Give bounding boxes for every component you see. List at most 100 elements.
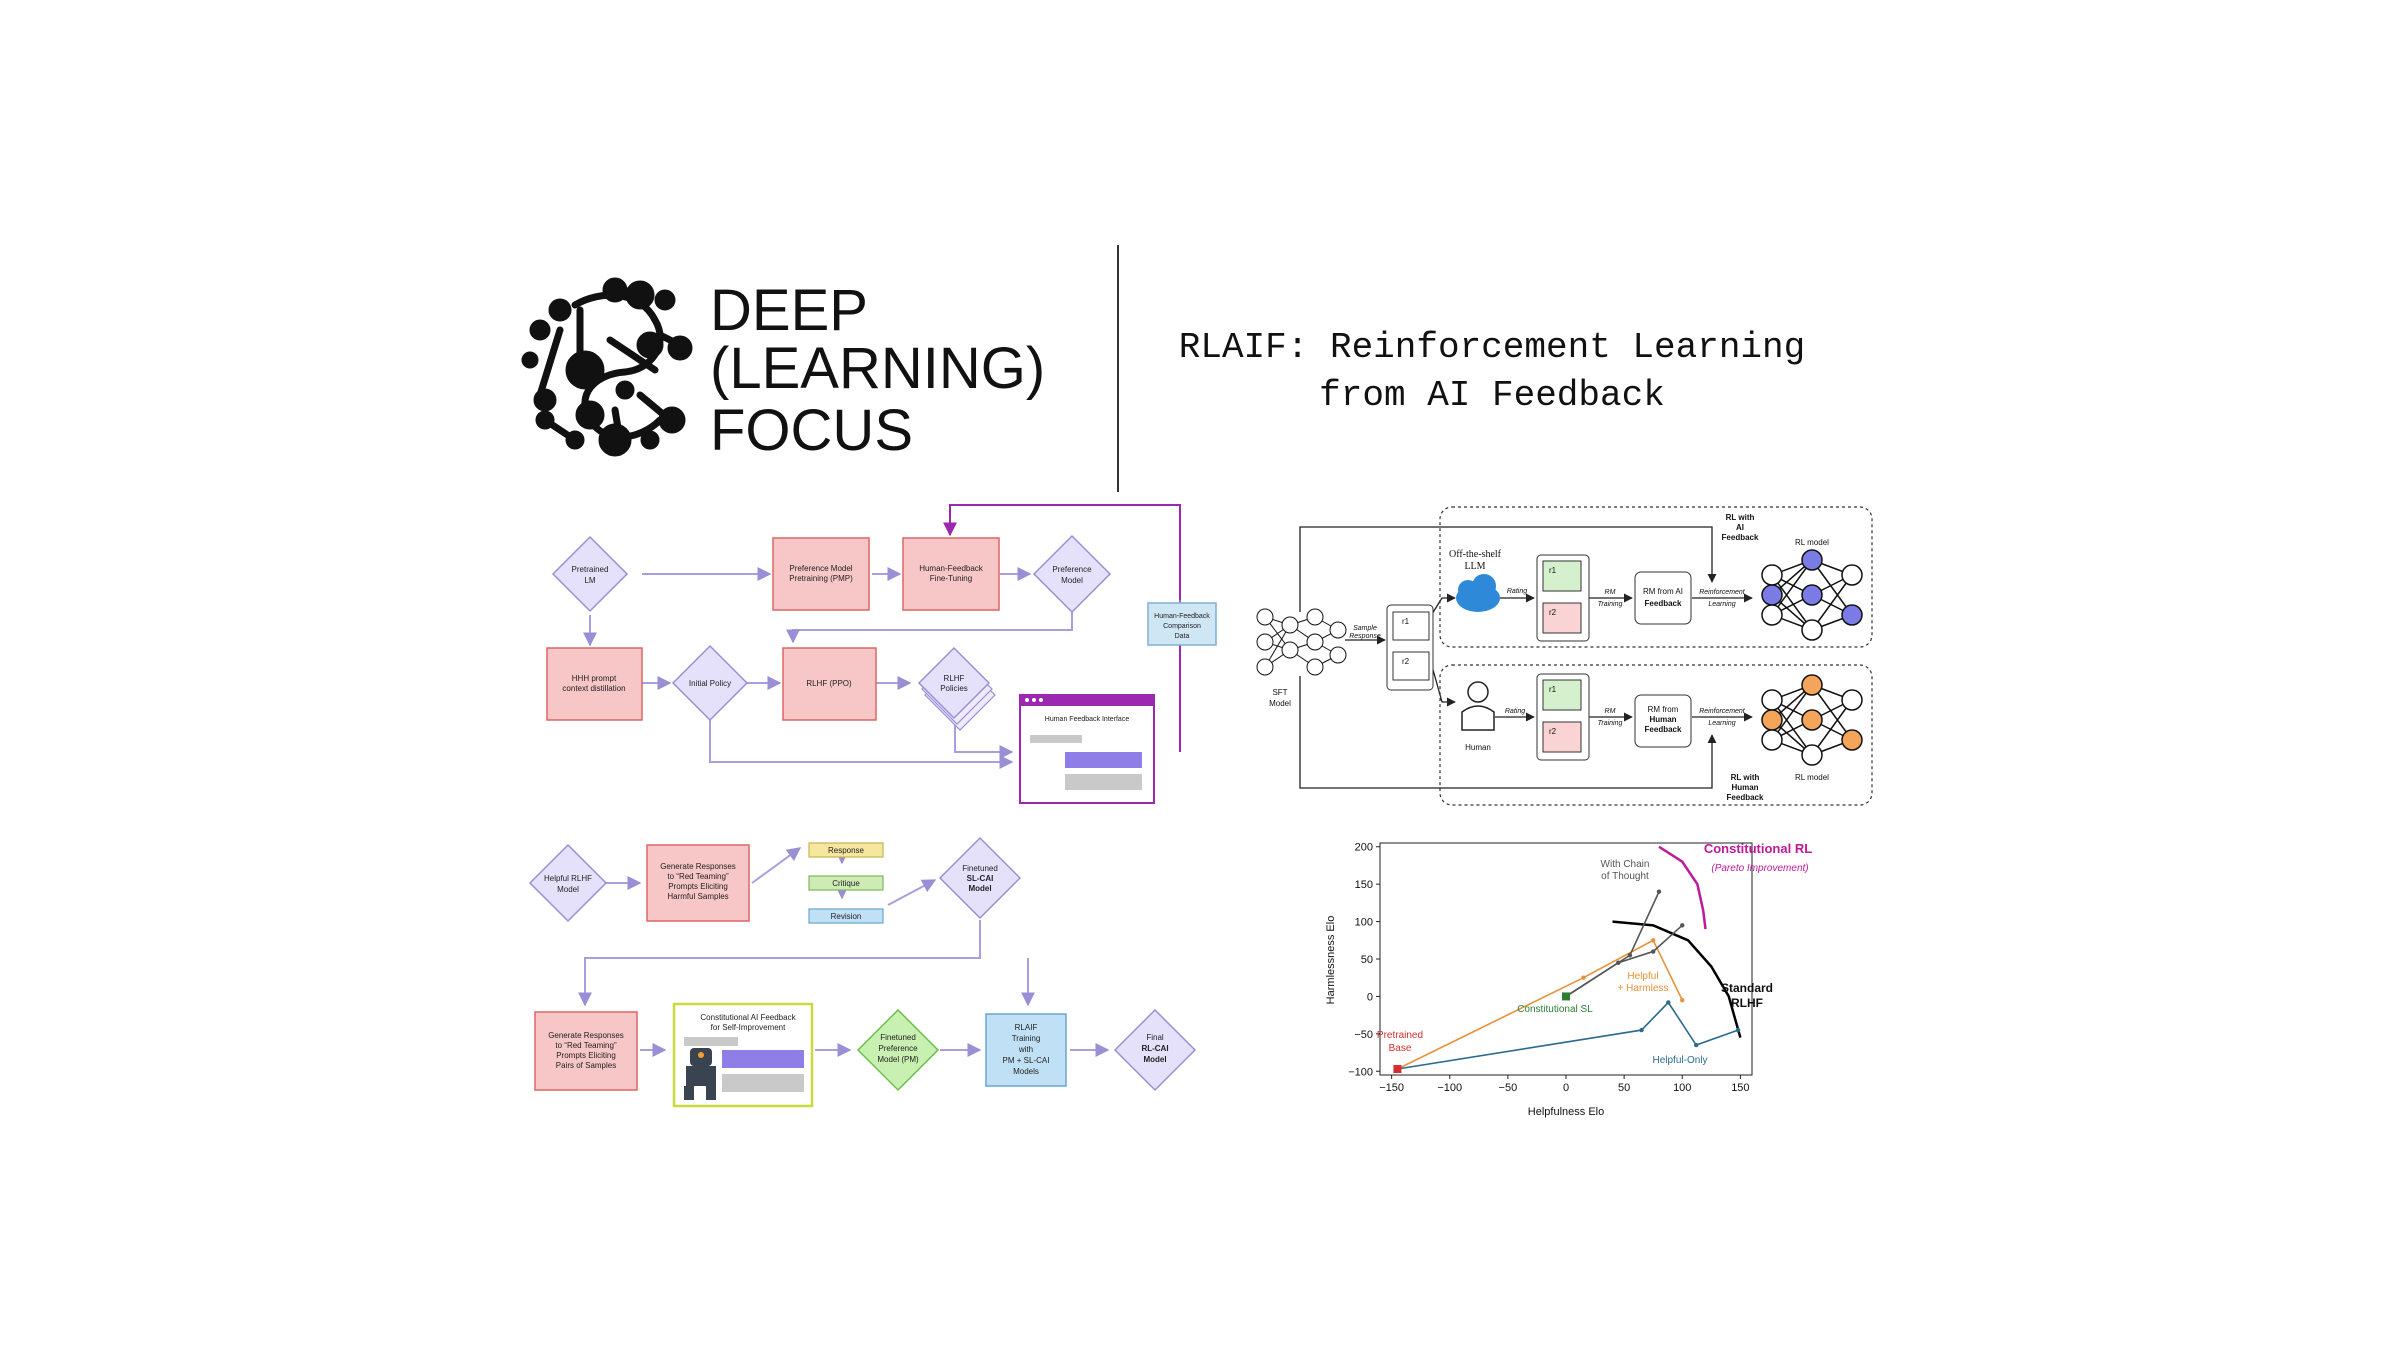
- rlhf-diagram: Pretrained LM Preference Model Pretraini…: [546, 504, 1217, 804]
- rl-model-ai-network-icon: [1761, 549, 1863, 641]
- rm-ai-l1: RM from AI: [1643, 587, 1683, 596]
- page-title-line-1: RLAIF: Reinforcement Learning: [1179, 327, 1806, 368]
- annot-with-cot-l1: With Chain: [1601, 859, 1650, 870]
- x-tick-label: −50: [1499, 1082, 1518, 1094]
- rm-human-l2: Human: [1649, 715, 1676, 724]
- point-helpful-only: [1735, 1027, 1741, 1033]
- x-tick-label: 100: [1673, 1082, 1691, 1094]
- node-revision: Revision: [808, 908, 884, 924]
- sft-model-l2: Model: [1269, 699, 1291, 708]
- point-constitutional-rl: [1680, 923, 1685, 928]
- rl-learning-ai-l2: Learning: [1708, 601, 1735, 608]
- annot-helpful-only: Helpful-Only: [1652, 1055, 1707, 1066]
- pmp-l2: Pretraining (PMP): [789, 574, 853, 583]
- rl-model-human-network-icon: [1761, 674, 1863, 766]
- revision-label: Revision: [831, 912, 862, 921]
- frontier-standard-rlhf: [1612, 920, 1742, 1038]
- finetuned-sl-l2: SL-CAI: [967, 874, 994, 883]
- human-rated-pair: r1 r2: [1536, 673, 1590, 761]
- node-finetuned-sl: Finetuned SL-CAI Model: [938, 836, 1022, 920]
- hf-comparison-l1: Human-Feedback: [1154, 613, 1210, 620]
- rl-with-human-l1: RL with: [1731, 773, 1760, 782]
- cai-diagram: Helpful RLHF Model Generate Responses to…: [528, 836, 1197, 1108]
- chart-y-axis-label: Harmlessness Elo: [1325, 916, 1337, 1005]
- robot-thinker-icon: [684, 1048, 716, 1100]
- annot-pretrained-base-l2: Base: [1389, 1043, 1412, 1054]
- x-tick-label: 0: [1563, 1082, 1569, 1094]
- rlaif-training-l1: RLAIF: [1015, 1023, 1038, 1032]
- finetuned-sl-l1: Finetuned: [962, 864, 998, 873]
- constitutional-sl-marker: [1562, 992, 1570, 1001]
- finetuned-pm-l2: Preference: [878, 1044, 918, 1053]
- stack-r2: r2: [1402, 657, 1410, 666]
- rlaif-training-l2: Training: [1012, 1034, 1041, 1043]
- sft-model-l1: SFT: [1272, 688, 1287, 697]
- point-helpful-only: [1694, 1042, 1699, 1048]
- annot-with-cot-l2: of Thought: [1601, 871, 1649, 882]
- point-with-chain-of-thought: [1656, 889, 1662, 894]
- preference-model-l2: Model: [1061, 576, 1083, 585]
- point-helpful-harmless: [1581, 975, 1586, 980]
- pretrained-lm-l1: Pretrained: [572, 565, 609, 574]
- y-tick-label: 100: [1355, 917, 1373, 929]
- node-rlaif-training: RLAIF Training with PM + SL-CAI Models: [985, 1013, 1067, 1087]
- rl-model-human-label: RL model: [1795, 773, 1829, 782]
- point-with-chain-of-thought: [1627, 953, 1633, 958]
- annot-constitutional-sl: Constitutional SL: [1517, 1004, 1593, 1015]
- offshelf-llm-l1: Off-the-shelf: [1449, 549, 1502, 560]
- node-initial-policy: Initial Policy: [671, 644, 749, 722]
- rm-training-human-l2: Training: [1598, 720, 1623, 727]
- rl-with-ai-l3: Feedback: [1722, 533, 1759, 542]
- node-cai-feedback: Constitutional AI Feedback for Self-Impr…: [672, 1002, 814, 1108]
- ai-r2: r2: [1549, 608, 1557, 617]
- brand-line-3: FOCUS: [710, 398, 913, 463]
- logo-network-icon: [521, 277, 693, 457]
- hf-finetune-l2: Fine-Tuning: [930, 574, 972, 583]
- rl-learning-ai-l1: Reinforcement: [1699, 589, 1746, 596]
- page-title-line-2: from AI Feedback: [1319, 375, 1665, 416]
- rl-learning-human-l1: Reinforcement: [1699, 708, 1746, 715]
- annot-pretrained-base-l1: Pretrained: [1377, 1030, 1423, 1041]
- rm-training-ai-l1: RM: [1605, 589, 1616, 596]
- node-rlhf-policies: RLHF Policies: [917, 646, 996, 731]
- offshelf-llm-l2: LLM: [1464, 561, 1485, 572]
- rm-training-ai-l2: Training: [1598, 601, 1623, 608]
- rl-with-human-l2: Human: [1731, 783, 1758, 792]
- rm-ai-l2: Feedback: [1645, 599, 1682, 608]
- brand-line-2: (LEARNING): [710, 336, 1045, 401]
- rm-training-human-l1: RM: [1605, 708, 1616, 715]
- rlhf-ppo-label: RLHF (PPO): [806, 679, 852, 688]
- y-tick-label: 50: [1361, 954, 1373, 966]
- chart-plot-area: [1379, 842, 1753, 1076]
- ai-r1: r1: [1549, 566, 1557, 575]
- rlaif-training-l3: with: [1018, 1045, 1033, 1054]
- human-r1: r1: [1549, 685, 1557, 694]
- cloud-llm-icon: [1456, 574, 1500, 612]
- final-rl-l2: RL-CAI: [1141, 1044, 1168, 1053]
- node-hf-comparison: Human-Feedback Comparison Data: [1147, 602, 1217, 646]
- annot-standard-rlhf-l2: RLHF: [1731, 996, 1763, 1010]
- node-final-rl: Final RL-CAI Model: [1113, 1008, 1197, 1092]
- chart-x-axis-label: Helpfulness Elo: [1528, 1106, 1604, 1118]
- rlhf-policies-l2: Policies: [940, 684, 968, 693]
- gen-harmful-l2: to “Red Teaming”: [667, 872, 729, 881]
- annot-standard-rlhf-l1: Standard: [1721, 981, 1773, 995]
- annot-helpful-harmless-l2: + Harmless: [1618, 983, 1669, 994]
- rm-human-l3: Feedback: [1645, 725, 1682, 734]
- node-response: Response: [808, 842, 884, 858]
- human-r2: r2: [1549, 727, 1557, 736]
- cai-feedback-l2: for Self-Improvement: [711, 1023, 786, 1032]
- final-rl-l1: Final: [1146, 1033, 1164, 1042]
- annot-constitutional-rl: Constitutional RL: [1704, 841, 1812, 856]
- preference-model-l1: Preference: [1052, 565, 1092, 574]
- point-helpful-harmless: [1680, 997, 1685, 1003]
- stack-r1: r1: [1402, 617, 1410, 626]
- final-rl-l3: Model: [1143, 1055, 1166, 1064]
- annot-helpful-harmless-l1: Helpful: [1627, 971, 1658, 982]
- rl-model-ai-label: RL model: [1795, 538, 1829, 547]
- annot-pareto: (Pareto Improvement): [1711, 863, 1808, 874]
- node-preference-model: Preference Model: [1032, 534, 1112, 614]
- sample-response-l1: Sample: [1353, 625, 1377, 632]
- critique-label: Critique: [832, 879, 860, 888]
